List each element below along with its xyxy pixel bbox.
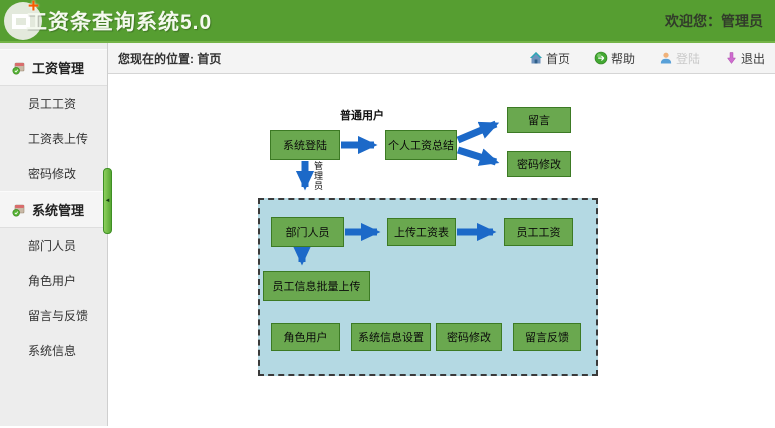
login-link[interactable]: 登陆 xyxy=(659,50,700,67)
node-employee-salary: 员工工资 xyxy=(504,218,573,246)
main-area: 您现在的位置: 首页 首页 xyxy=(108,43,775,426)
help-link-label: 帮助 xyxy=(610,51,635,66)
sidebar-item-password-change[interactable]: 密码修改 xyxy=(28,167,77,181)
logo-plus-icon: + xyxy=(27,0,39,17)
sidebar-section-title: 系统管理 xyxy=(32,203,85,218)
logout-link-label: 退出 xyxy=(740,51,765,66)
node-role-users: 角色用户 xyxy=(271,323,340,351)
node-message-feedback: 留言反馈 xyxy=(513,323,581,351)
logout-arrow-icon xyxy=(726,52,736,64)
app-title: 工资条查询系统5.0 xyxy=(26,10,213,34)
node-system-info-settings: 系统信息设置 xyxy=(351,323,431,351)
sidebar-item-employee-salary[interactable]: 员工工资 xyxy=(28,97,77,111)
folder-badge-icon xyxy=(12,204,25,217)
login-link-label: 登陆 xyxy=(675,51,700,66)
node-department-personnel: 部门人员 xyxy=(271,217,344,247)
arrow-summary-to-password xyxy=(456,146,500,166)
folder-badge-icon xyxy=(12,62,25,75)
help-icon xyxy=(594,51,608,65)
sidebar-item-message-feedback[interactable]: 留言与反馈 xyxy=(28,309,89,323)
sidebar: 工资管理 员工工资 工资表上传 密码修改 系统管理 部门人员 角色用户 留言与反… xyxy=(0,43,108,426)
node-system-login: 系统登陆 xyxy=(270,130,340,160)
sidebar-item-department-personnel[interactable]: 部门人员 xyxy=(28,239,77,253)
sidebar-section-system-management[interactable]: 系统管理 xyxy=(0,191,107,228)
node-password-change-user: 密码修改 xyxy=(507,151,571,177)
logout-link[interactable]: 退出 xyxy=(724,50,765,67)
node-personal-summary: 个人工资总结 xyxy=(385,130,457,160)
home-link[interactable]: 首页 xyxy=(529,50,570,67)
home-icon xyxy=(529,52,542,64)
app-logo-icon: + xyxy=(4,0,42,40)
toolbar: 首页 帮助 xyxy=(529,50,765,67)
header: + 工资条查询系统5.0 欢迎您：管理员 xyxy=(0,0,775,43)
arrow-summary-to-message xyxy=(456,120,500,144)
node-password-change-admin: 密码修改 xyxy=(436,323,502,351)
node-upload-salary-table: 上传工资表 xyxy=(387,218,456,246)
node-batch-upload: 员工信息批量上传 xyxy=(263,271,370,301)
node-message: 留言 xyxy=(507,107,571,133)
sidebar-section-title: 工资管理 xyxy=(32,61,85,76)
home-link-label: 首页 xyxy=(545,51,570,66)
sidebar-item-system-info[interactable]: 系统信息 xyxy=(28,344,77,358)
edge-label-admin: 管理员 xyxy=(313,161,323,191)
sidebar-section-salary-management[interactable]: 工资管理 xyxy=(0,49,107,86)
help-link[interactable]: 帮助 xyxy=(594,50,635,67)
welcome-text: 欢迎您：管理员 xyxy=(665,12,763,29)
user-icon xyxy=(660,52,672,64)
edge-label-normal-user: 普通用户 xyxy=(340,110,384,122)
sidebar-item-salary-table-upload[interactable]: 工资表上传 xyxy=(28,132,89,146)
breadcrumb-bar: 您现在的位置: 首页 首页 xyxy=(108,43,775,74)
flowchart-canvas: 普通用户 管理员 系统登陆 个人工资总结 留言 密码修改 部门人员 上传工资表 … xyxy=(108,74,775,426)
breadcrumb: 您现在的位置: 首页 xyxy=(118,51,222,66)
logo-square-icon xyxy=(12,13,30,29)
sidebar-collapse-handle[interactable]: ◄ xyxy=(103,168,112,234)
sidebar-item-role-users[interactable]: 角色用户 xyxy=(28,274,77,288)
